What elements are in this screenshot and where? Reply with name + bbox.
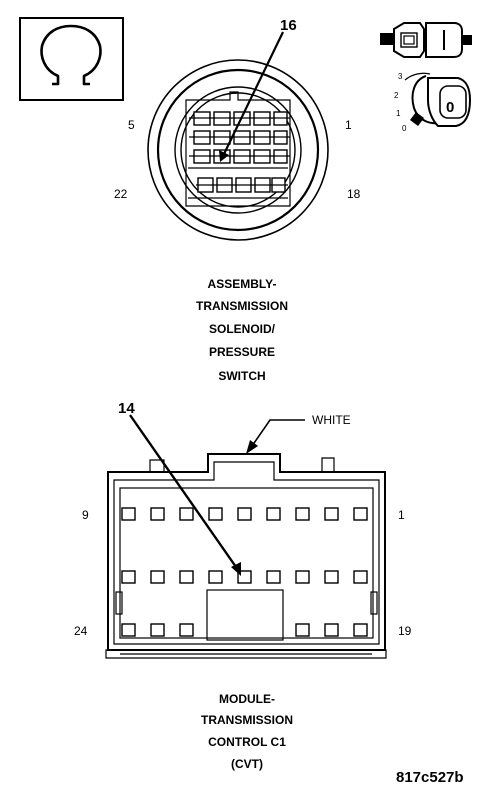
pin-callout-14: 14: [118, 400, 135, 417]
pin-label-1: 1: [398, 508, 405, 522]
ignition-position-0: 0: [402, 124, 407, 133]
pin-label-9: 9: [82, 508, 89, 522]
caption-line: CONTROL C1: [208, 735, 286, 749]
transmission-control-module-connector: WHITE 14 9 1 24 19: [74, 400, 412, 659]
pin-label-22: 22: [114, 187, 128, 201]
pin-label-5: 5: [128, 118, 135, 132]
caption-line: TRANSMISSION: [201, 713, 293, 727]
connector2-caption: MODULE- TRANSMISSION CONTROL C1 (CVT): [201, 692, 293, 771]
cavity-row-1: [189, 111, 290, 126]
ignition-position-2: 2: [394, 91, 399, 100]
ohmmeter-icon: [19, 17, 124, 101]
ignition-switch-icon: 3 2 1 0 0: [394, 72, 472, 133]
pin-callout-16: 16: [280, 17, 297, 34]
cavity-row-4: [196, 177, 288, 193]
caption-line: PRESSURE: [209, 345, 275, 359]
pin-label-1: 1: [345, 118, 352, 132]
caption-line: (CVT): [231, 757, 263, 771]
figure-code: 817c527b: [396, 769, 464, 786]
cavity-row-bottom: [121, 623, 368, 637]
caption-line: ASSEMBLY-: [208, 277, 277, 291]
cavity-row-top: [121, 507, 368, 521]
transmission-solenoid-connector: 16 5 1 22 18: [114, 17, 361, 241]
pin-label-19: 19: [398, 624, 412, 638]
pin-label-24: 24: [74, 624, 88, 638]
cavity-row-3: [189, 149, 290, 164]
caption-line: MODULE-: [219, 692, 275, 706]
connector-plug-icon: [380, 22, 472, 58]
caption-line: TRANSMISSION: [196, 299, 288, 313]
connector1-caption: ASSEMBLY- TRANSMISSION SOLENOID/ PRESSUR…: [196, 277, 288, 383]
caption-line: SWITCH: [218, 369, 265, 383]
caption-line: SOLENOID/: [209, 322, 276, 336]
color-label-white: WHITE: [312, 413, 351, 427]
ignition-position-1: 1: [396, 109, 401, 118]
cavity-row-2: [189, 130, 290, 145]
ignition-key-label: 0: [446, 99, 454, 116]
ignition-position-3: 3: [398, 72, 403, 81]
cavity-row-middle: [121, 570, 368, 584]
pin-label-18: 18: [347, 187, 361, 201]
